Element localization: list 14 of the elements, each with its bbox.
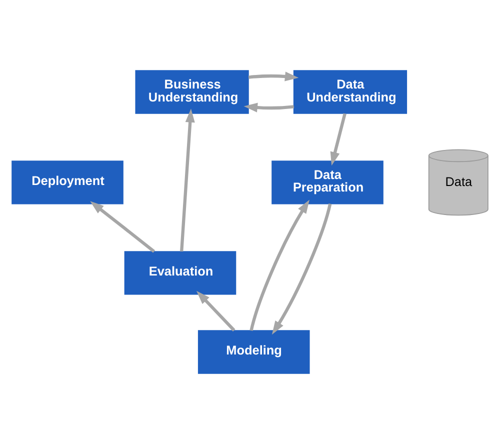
node-box: Evaluation [124,250,236,294]
arrow [272,202,332,334]
node-box: Modeling [198,330,310,374]
node-box: Deployment [12,160,124,204]
node-box: Data Understanding [293,70,408,114]
arrow [244,102,294,112]
arrow [196,290,236,331]
arrow [248,71,299,81]
arrow [330,112,346,166]
node-box: Business Understanding [135,70,249,114]
node-box: Data Preparation [272,160,384,204]
arrow [250,199,310,330]
arrow [180,108,195,252]
arrow [90,200,156,252]
